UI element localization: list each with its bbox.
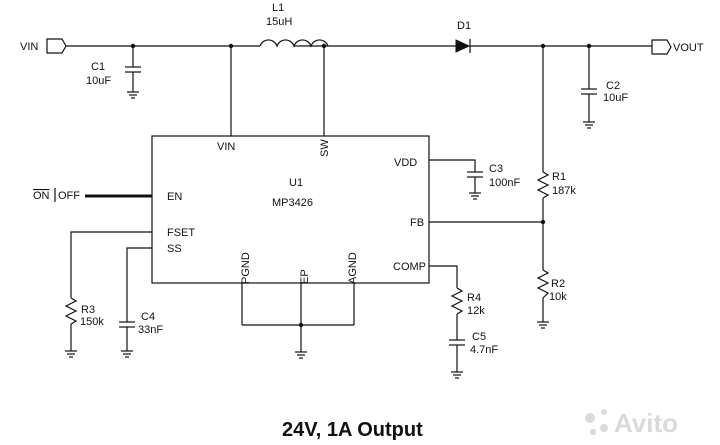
capacitor-c5: C5 4.7nF [449,331,498,379]
inductor-l1: L1 15uH [259,2,329,48]
fb-node [429,219,546,225]
capacitor-c4: C4 33nF [119,247,163,358]
c4-value: 33nF [138,324,163,336]
resistor-r4: R4 12k [429,265,485,340]
resistor-r2: R2 10k [536,269,567,329]
pin-sw: SW [319,139,331,157]
ground-bus [241,283,355,359]
r3-value: 150k [80,316,104,328]
sw-node [300,43,456,136]
pin-ep: EP [299,269,311,284]
d1-ref: D1 [457,20,471,32]
c1-ref: C1 [91,61,105,73]
pin-vin: VIN [217,141,235,153]
pin-en: EN [167,191,182,203]
pin-ss: SS [167,243,182,255]
vin-port-label: VIN [20,41,38,53]
vout-port-label: VOUT [673,42,704,54]
capacitor-c2: C2 10uF [581,46,628,129]
r4-ref: R4 [467,292,481,304]
on-off-input: ON OFF [33,188,152,202]
ic-u1: U1 MP3426 VIN SW VDD EN FSET SS FB COMP … [151,46,430,284]
c2-value: 10uF [603,92,628,104]
watermark-text: Avito [614,408,678,438]
diagram-caption: 24V, 1A Output [282,419,423,441]
pin-comp: COMP [393,261,426,273]
pin-vdd: VDD [394,157,417,169]
vin-port-connector [46,38,67,54]
vin-port: VIN [20,38,67,54]
c4-ref: C4 [141,311,155,323]
r1-ref: R1 [552,171,566,183]
ic-body [151,135,430,284]
ic-ref: U1 [289,177,303,189]
l1-value: 15uH [266,16,292,28]
vout-port: VOUT [651,39,704,55]
c1-value: 10uF [86,75,111,87]
pin-fset: FSET [167,227,195,239]
r4-value: 12k [467,305,485,317]
l1-ref: L1 [272,2,284,14]
capacitor-c1: C1 10uF [86,46,141,99]
r1-value: 187k [552,185,576,197]
r2-value: 10k [549,291,567,303]
capacitor-c3: C3 100nF [429,159,520,200]
vout-port-connector [651,39,672,55]
off-label: OFF [58,190,80,202]
c3-ref: C3 [489,163,503,175]
c3-value: 100nF [489,177,520,189]
c5-ref: C5 [472,331,486,343]
r2-ref: R2 [551,278,565,290]
diode-d1: D1 [455,20,652,53]
ic-part: MP3426 [272,197,313,209]
c2-ref: C2 [606,80,620,92]
pin-agnd: AGND [347,252,359,284]
resistor-r1: R1 187k [536,46,576,270]
avito-watermark: Avito [585,408,678,438]
pin-fb: FB [410,217,424,229]
r3-ref: R3 [81,304,95,316]
pin-pgnd: PGND [240,252,252,284]
on-label: ON [33,190,50,202]
resistor-r3: R3 150k [64,231,152,358]
c5-value: 4.7nF [470,344,498,356]
